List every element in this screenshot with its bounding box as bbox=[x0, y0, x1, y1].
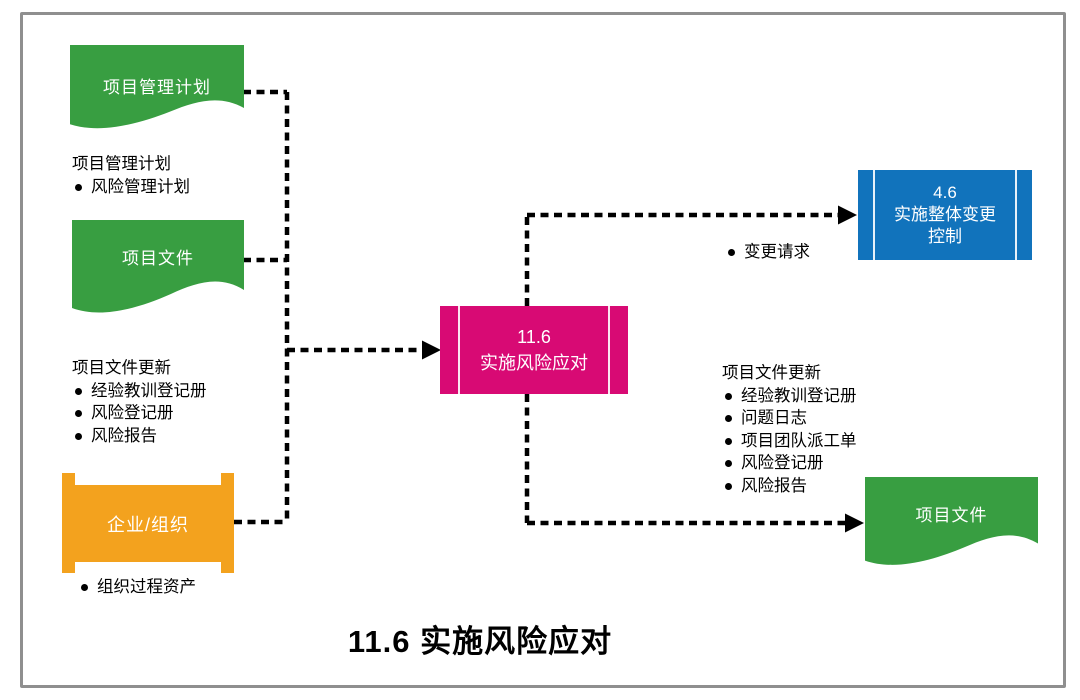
input-shape-project-documents: 项目文件 bbox=[72, 220, 244, 320]
note-heading: 项目文件更新 bbox=[72, 359, 171, 377]
process-box-implement-risk-responses: 11.6 实施风险应对 bbox=[440, 306, 628, 394]
note-item: 经验教训登记册 bbox=[72, 380, 207, 403]
note-list: 经验教训登记册 风险登记册 风险报告 bbox=[72, 380, 207, 448]
note-item: 变更请求 bbox=[725, 241, 810, 264]
note-heading: 项目管理计划 bbox=[72, 155, 171, 173]
note-list: 风险管理计划 bbox=[72, 176, 190, 199]
note-item: 问题日志 bbox=[722, 407, 857, 430]
output-note-project-documents-updates: 项目文件更新 经验教训登记册 问题日志 项目团队派工单 风险登记册 风险报告 bbox=[722, 362, 857, 497]
note-item: 风险报告 bbox=[722, 475, 857, 498]
process-name: 实施风险应对 bbox=[480, 353, 588, 373]
shape-label: 企业/组织 bbox=[106, 514, 189, 535]
shape-label: 项目管理计划 bbox=[103, 78, 211, 97]
process-box-right-divider bbox=[608, 306, 610, 394]
input-note-project-documents: 项目文件更新 经验教训登记册 风险登记册 风险报告 bbox=[72, 357, 207, 447]
process-number: 11.6 bbox=[517, 327, 551, 347]
note-item: 风险报告 bbox=[72, 425, 207, 448]
process-box-left-divider bbox=[458, 306, 460, 394]
note-heading: 项目文件更新 bbox=[722, 364, 821, 382]
process-number: 4.6 bbox=[933, 183, 957, 202]
note-item: 风险管理计划 bbox=[72, 176, 190, 199]
shape-label: 项目文件 bbox=[915, 506, 988, 525]
scroll-bar-left-icon bbox=[62, 473, 75, 573]
input-shape-enterprise-organization: 企业/组织 bbox=[62, 473, 234, 573]
input-shape-project-management-plan: 项目管理计划 bbox=[70, 45, 244, 135]
output-shape-project-documents: 项目文件 bbox=[865, 477, 1038, 572]
shape-label: 项目文件 bbox=[122, 249, 194, 268]
process-box-right-divider bbox=[1015, 170, 1017, 260]
note-list: 组织过程资产 bbox=[78, 576, 196, 599]
input-note-organization: 组织过程资产 bbox=[78, 576, 196, 599]
note-item: 经验教训登记册 bbox=[722, 385, 857, 408]
scroll-bar-right-icon bbox=[221, 473, 234, 573]
note-list: 经验教训登记册 问题日志 项目团队派工单 风险登记册 风险报告 bbox=[722, 385, 857, 498]
diagram-title: 11.6 实施风险应对 bbox=[347, 624, 613, 659]
note-list: 变更请求 bbox=[725, 241, 810, 264]
output-note-change-requests: 变更请求 bbox=[725, 241, 810, 264]
scroll-body: 企业/组织 bbox=[73, 485, 223, 562]
process-box-perform-integrated-change-control: 4.6 实施整体变更 控制 bbox=[858, 170, 1032, 260]
process-name-line2: 控制 bbox=[928, 227, 962, 246]
note-item: 风险登记册 bbox=[72, 402, 207, 425]
note-item: 组织过程资产 bbox=[78, 576, 196, 599]
process-name-line1: 实施整体变更 bbox=[894, 205, 996, 224]
document-wave-icon bbox=[70, 45, 244, 129]
input-note-pmp: 项目管理计划 风险管理计划 bbox=[72, 153, 190, 198]
note-item: 项目团队派工单 bbox=[722, 430, 857, 453]
note-item: 风险登记册 bbox=[722, 452, 857, 475]
document-wave-icon bbox=[72, 220, 244, 313]
process-box-left-divider bbox=[873, 170, 875, 260]
document-wave-icon bbox=[865, 477, 1038, 565]
